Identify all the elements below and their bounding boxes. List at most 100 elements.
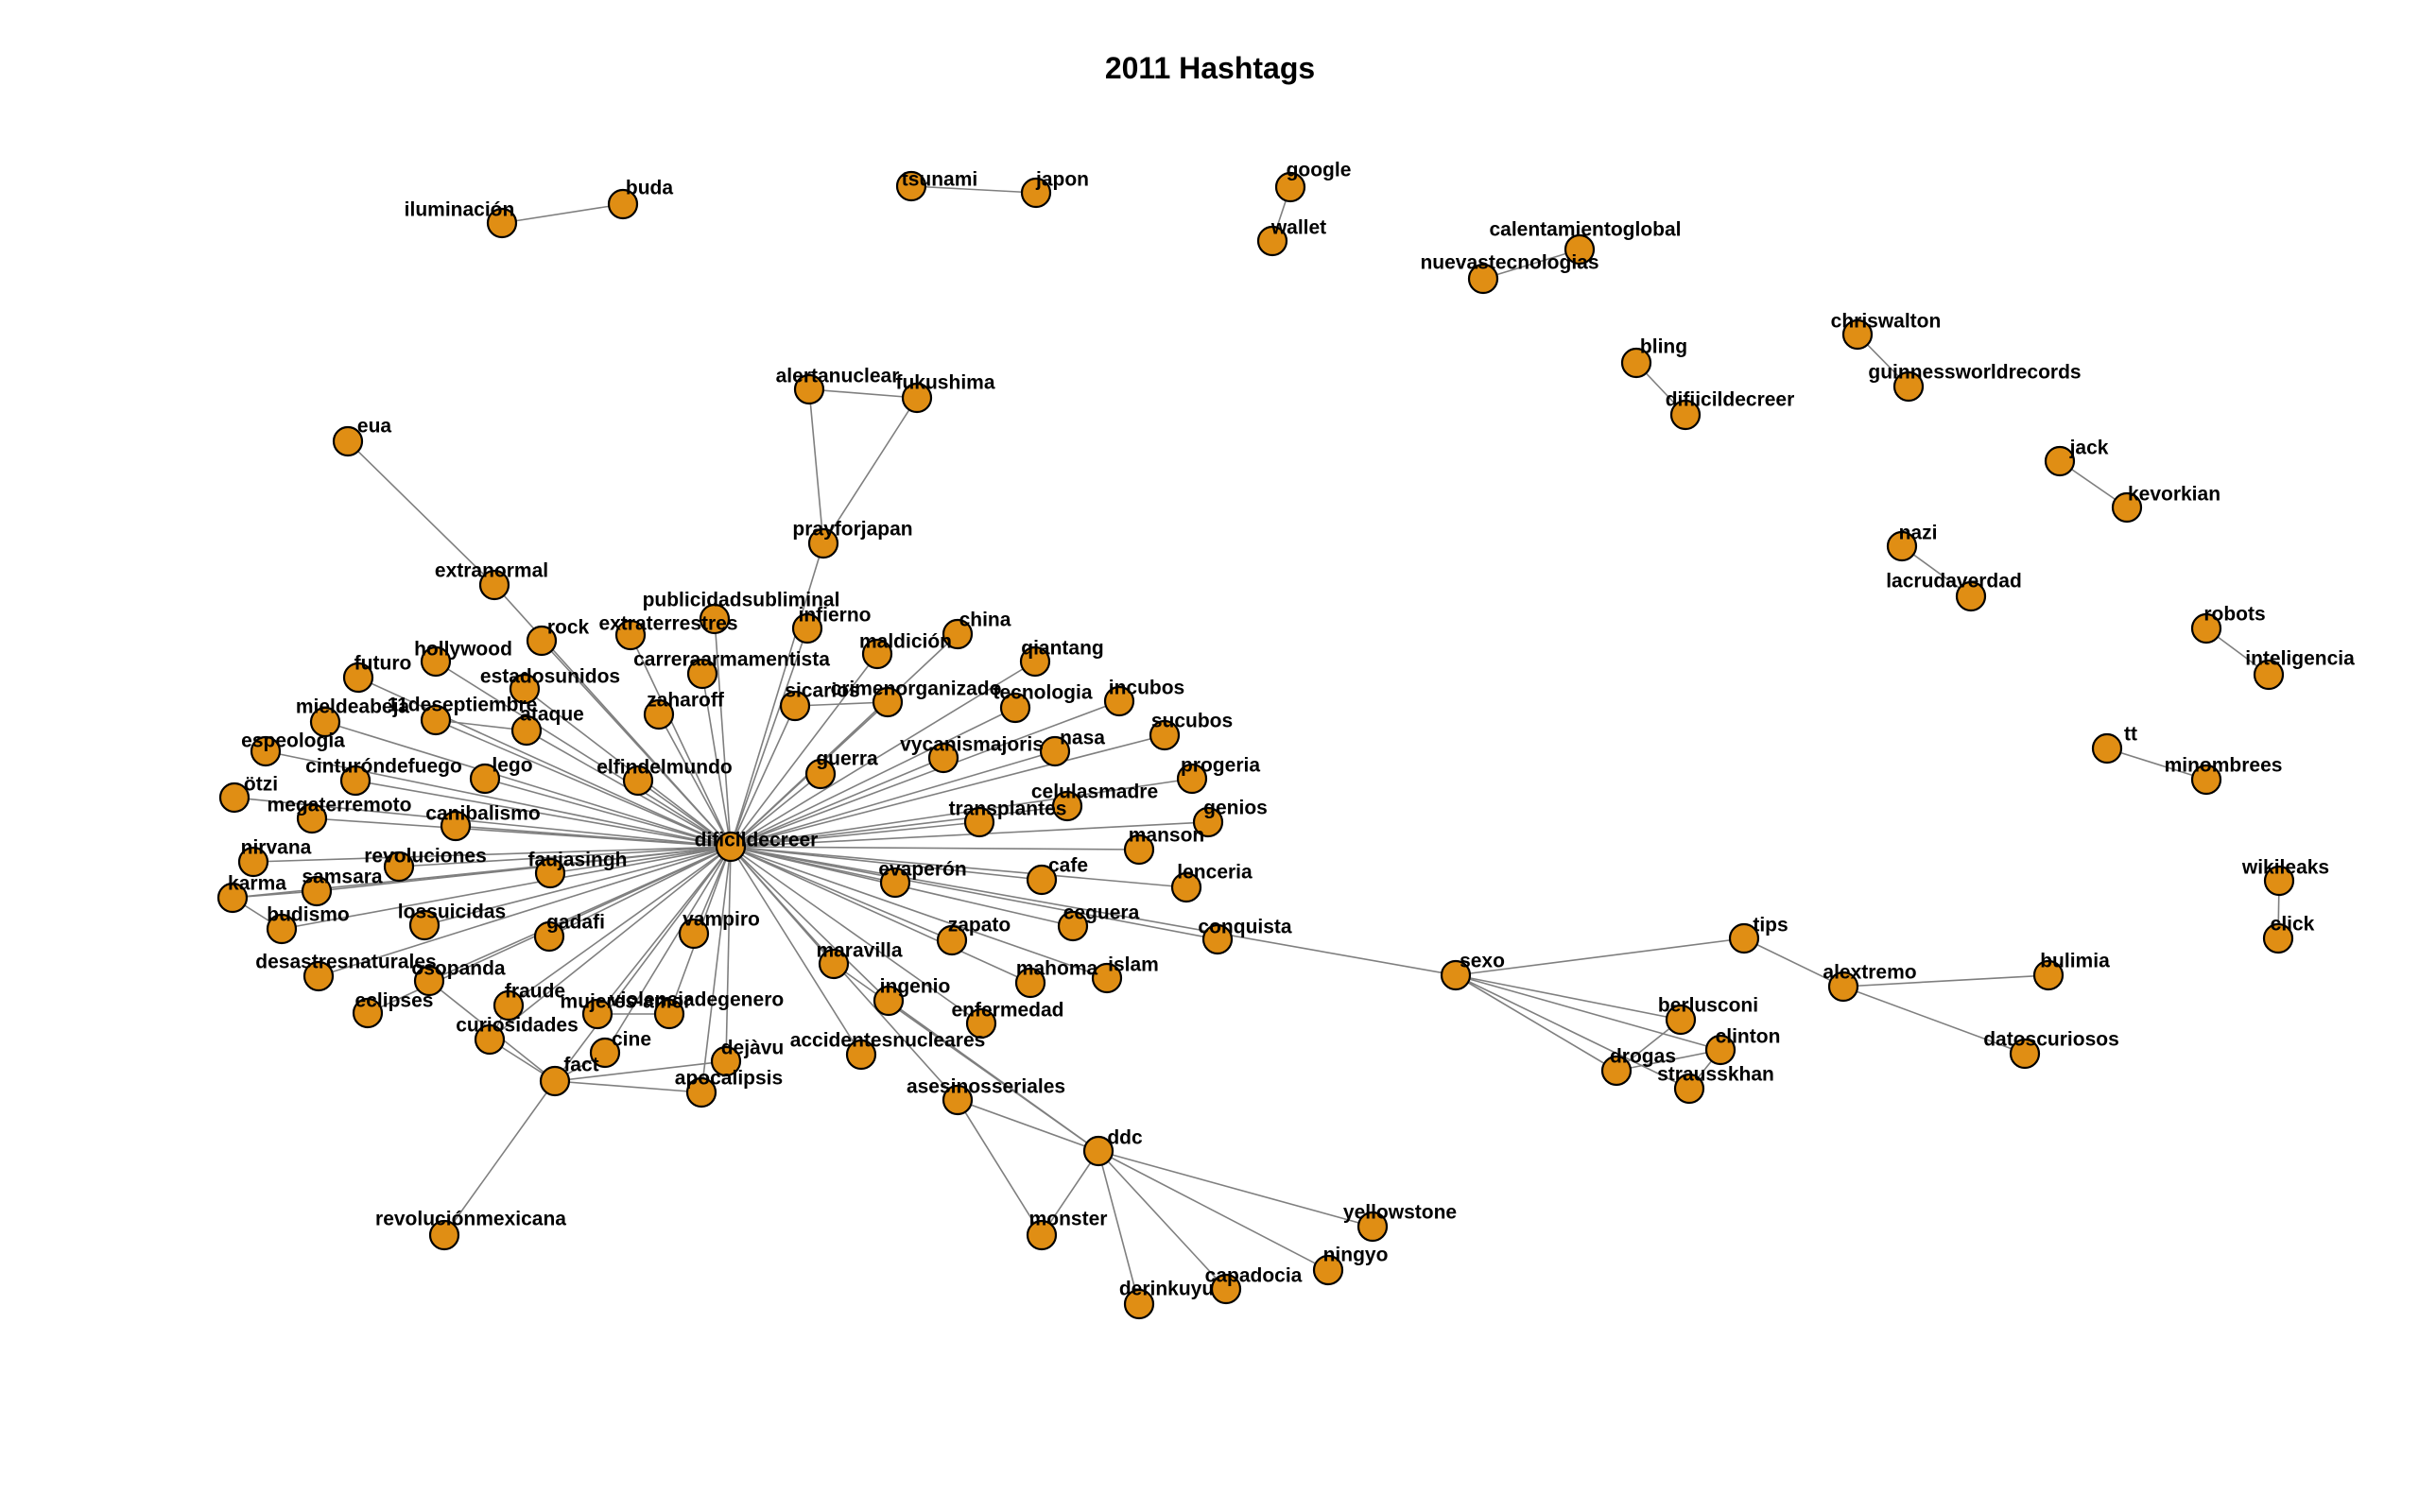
edge-dificildecreer-hollywood bbox=[435, 661, 732, 848]
node-label-revoluciones: revoluciones bbox=[364, 846, 487, 868]
node-label-transplantes: transplantes bbox=[949, 799, 1067, 820]
node-label-tt: tt bbox=[2124, 724, 2137, 746]
edge-dificildecreer-revoluciones bbox=[398, 846, 732, 868]
node-osopanda bbox=[413, 965, 445, 997]
node-label-ingenio: ingenio bbox=[880, 976, 951, 998]
node-label-strausskhan: strausskhan bbox=[1657, 1064, 1774, 1086]
node-asesinosseriales bbox=[942, 1084, 974, 1116]
node-label-maravilla: maravilla bbox=[816, 940, 902, 962]
node-label-guinnessworldrecords: guinnessworldrecords bbox=[1868, 362, 2081, 384]
edge-dificildecreer-publicidadsubliminal bbox=[714, 618, 732, 848]
node-label-prayforjapan: prayforjapan bbox=[792, 519, 912, 541]
node-label-budismo: budismo bbox=[267, 904, 350, 926]
node-label-ceguera: ceguera bbox=[1063, 902, 1140, 924]
edge-iluminacion-buda bbox=[501, 203, 624, 224]
edge-sexo-drogas bbox=[1455, 974, 1617, 1072]
node-zapato bbox=[936, 924, 968, 956]
node-violenciadegenero bbox=[653, 998, 685, 1030]
node-monster bbox=[1026, 1219, 1058, 1251]
node-maravilla bbox=[818, 948, 850, 980]
node-label-google: google bbox=[1287, 160, 1352, 181]
node-label-extraterrestres: extraterrestres bbox=[598, 613, 737, 635]
edge-fact-apocalipsis bbox=[554, 1080, 702, 1093]
node-sexo bbox=[1440, 959, 1472, 991]
edge-dificildecreer-dejavu bbox=[725, 846, 732, 1062]
edge-dificildecreer-sucubos bbox=[730, 734, 1166, 848]
node-label-lego: lego bbox=[492, 755, 532, 777]
edge-sexo-berlusconi bbox=[1455, 974, 1682, 1021]
edge-dificildecreer-zaharoff bbox=[658, 713, 732, 848]
node-qiantang bbox=[1019, 645, 1051, 678]
edge-dificildecreer-zapato bbox=[730, 846, 953, 941]
node-label-jack: jack bbox=[2069, 438, 2109, 459]
edge-dificildecreer-enfermedad bbox=[730, 846, 982, 1024]
edge-alertanuclear-fukushima bbox=[808, 388, 918, 399]
node-label-faujasingh: faujasingh bbox=[527, 850, 627, 871]
node-label-apocalipsis: apocalipsis bbox=[675, 1068, 783, 1090]
node-faujasingh bbox=[534, 857, 566, 889]
node-label-vycanismajoris: vycanismajoris bbox=[900, 734, 1044, 756]
edge-dificildecreer-accidentesnucleares bbox=[730, 846, 862, 1056]
node-label-bling: bling bbox=[1640, 336, 1687, 358]
edge-dificildecreer-gadafi bbox=[548, 846, 732, 937]
edge-dificildecreer-estadosunidos bbox=[524, 688, 732, 848]
node-label-conquista: conquista bbox=[1198, 917, 1291, 938]
node-guerra bbox=[804, 758, 837, 790]
node-tips bbox=[1728, 922, 1760, 954]
edge-dificildecreer-vycanismajoris bbox=[730, 757, 944, 848]
node-incubos bbox=[1103, 685, 1135, 717]
node-drogas bbox=[1600, 1055, 1633, 1087]
node-datoscuriosos bbox=[2009, 1038, 2041, 1070]
edge-dificildecreer-infierno bbox=[730, 627, 808, 848]
node-label-lenceria: lenceria bbox=[1177, 862, 1253, 884]
node-click bbox=[2262, 922, 2294, 954]
edge-sexo-strausskhan bbox=[1455, 974, 1690, 1090]
node-google bbox=[1274, 171, 1306, 203]
edge-11deseptiembre-ataque bbox=[435, 719, 527, 731]
node-label-infierno: infierno bbox=[799, 605, 872, 627]
node-apocalipsis bbox=[685, 1076, 717, 1108]
node-label-inteligencia: inteligencia bbox=[2245, 648, 2355, 670]
node-revoluciones bbox=[383, 850, 415, 883]
node-china bbox=[942, 618, 974, 650]
node-label-wikileaks: wikileaks bbox=[2241, 857, 2329, 879]
node-label-celulasmadre: celulasmadre bbox=[1031, 782, 1158, 803]
node-strausskhan bbox=[1673, 1073, 1705, 1105]
node-label-mahoma: mahoma bbox=[1016, 958, 1098, 980]
edge-ddc-yellowstone bbox=[1097, 1150, 1374, 1228]
node-label-revolucionmexicana: revoluciónmexicana bbox=[375, 1209, 566, 1230]
edge-dificildecreer-apocalipsis bbox=[700, 846, 732, 1093]
node-label-ningyo: ningyo bbox=[1323, 1245, 1389, 1266]
node-megaterremoto bbox=[296, 802, 328, 834]
node-label-minombrees: minombrees bbox=[2165, 755, 2283, 777]
edge-dificildecreer-espeologia bbox=[265, 750, 732, 848]
edge-clinton-drogas bbox=[1616, 1049, 1721, 1072]
node-label-cine: cine bbox=[612, 1029, 651, 1051]
node-label-sexo: sexo bbox=[1460, 951, 1505, 972]
node-label-japon: japon bbox=[1035, 169, 1089, 191]
node-alextremo bbox=[1827, 971, 1859, 1003]
edge-dificildecreer-extraterrestres bbox=[630, 634, 732, 848]
edge-dificildecreer-guerra bbox=[730, 773, 821, 848]
edge-dificildecreer-lego bbox=[484, 778, 732, 848]
edge-dificildecreer-lenceria bbox=[730, 846, 1187, 888]
node-label-progeria: progeria bbox=[1181, 755, 1260, 777]
edge-dificildecreer-nasa bbox=[730, 750, 1056, 848]
edge-dificildecreer-lossuicidas bbox=[423, 846, 732, 926]
edge-tsunami-japon bbox=[910, 185, 1037, 194]
node-label-dificildecreer: dificildecreer bbox=[695, 830, 819, 851]
node-label-derinkuyu: derinkuyu bbox=[1119, 1279, 1214, 1300]
edge-alertanuclear-prayforjapan bbox=[808, 388, 824, 544]
node-bulimia bbox=[2032, 959, 2065, 991]
node-canibalismo bbox=[440, 810, 472, 842]
node-label-monster: monster bbox=[1029, 1209, 1108, 1230]
node-lenceria bbox=[1170, 871, 1202, 903]
node-label-otzi: ötzi bbox=[244, 774, 278, 796]
node-label-alextremo: alextremo bbox=[1823, 962, 1916, 984]
edge-dificildecreer-cine bbox=[604, 846, 732, 1054]
node-infierno bbox=[791, 612, 823, 644]
node-zaharoff bbox=[643, 698, 675, 730]
node-ceguera bbox=[1057, 910, 1089, 942]
edge-dificildecreer-rock bbox=[541, 640, 732, 848]
node-mieldeabeja bbox=[309, 706, 341, 738]
